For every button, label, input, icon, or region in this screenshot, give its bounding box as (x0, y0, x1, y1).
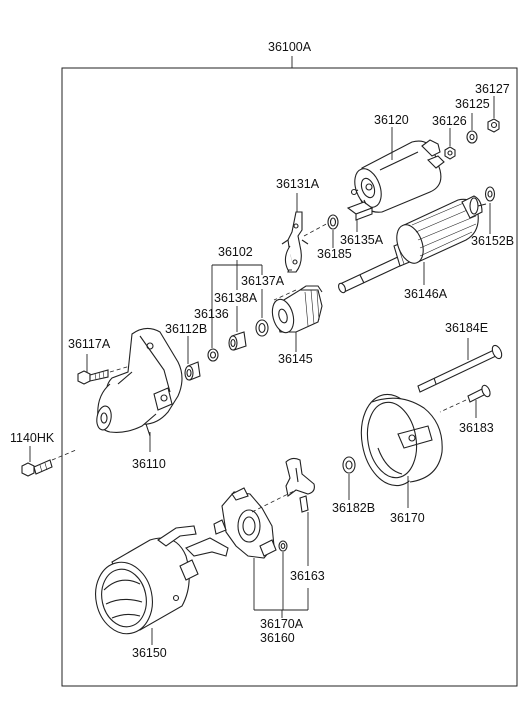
collar-36138A (228, 331, 247, 351)
nut-36127 (487, 118, 500, 133)
bushing-36112B (184, 361, 201, 381)
through-bolt-36184E (417, 344, 503, 393)
front-housing-36110 (96, 327, 183, 437)
nut-36170A (278, 540, 288, 552)
label-36170A[interactable]: 36170A (260, 617, 304, 631)
label-1140HK[interactable]: 1140HK (10, 431, 55, 445)
label-36146A[interactable]: 36146A (404, 287, 448, 301)
nut-36126 (444, 146, 456, 160)
label-36127[interactable]: 36127 (475, 82, 510, 96)
ring-36185 (327, 214, 339, 230)
label-36112B[interactable]: 36112B (165, 322, 207, 336)
label-36137A[interactable]: 36137A (241, 274, 285, 288)
label-36163[interactable]: 36163 (290, 569, 325, 583)
label-36135A[interactable]: 36135A (340, 233, 384, 247)
label-36117A[interactable]: 36117A (68, 337, 111, 351)
ring-36136 (207, 348, 219, 362)
bolt-36117A (77, 369, 109, 385)
label-36170[interactable]: 36170 (390, 511, 425, 525)
label-36126[interactable]: 36126 (432, 114, 467, 128)
label-36136[interactable]: 36136 (194, 307, 229, 321)
label-36102[interactable]: 36102 (218, 245, 253, 259)
label-36182B[interactable]: 36182B (332, 501, 375, 515)
lever-36131A (281, 211, 309, 273)
bushing-36182B (342, 456, 356, 474)
washer-36125 (466, 130, 478, 144)
armature-36146A (338, 195, 487, 294)
label-36110[interactable]: 36110 (132, 457, 166, 471)
label-36185[interactable]: 36185 (317, 247, 352, 261)
label-36152B[interactable]: 36152B (471, 234, 514, 248)
label-36131A[interactable]: 36131A (276, 177, 320, 191)
label-36160[interactable]: 36160 (260, 631, 295, 645)
ring-36137A (255, 319, 269, 337)
bolt-1140HK (21, 459, 53, 477)
label-36150[interactable]: 36150 (132, 646, 167, 660)
plunger-36135A (346, 199, 374, 221)
label-36138A[interactable]: 36138A (214, 291, 258, 305)
label-36184E[interactable]: 36184E (445, 321, 488, 335)
assembly-frame (61, 67, 518, 687)
label-36120[interactable]: 36120 (374, 113, 409, 127)
washer-36152B (484, 186, 496, 202)
solenoid-36120 (350, 139, 445, 213)
label-36183[interactable]: 36183 (459, 421, 494, 435)
brush-spring-36163 (285, 457, 315, 513)
label-36145[interactable]: 36145 (278, 352, 313, 366)
brush-holder-36170A (213, 487, 277, 559)
label-36125[interactable]: 36125 (455, 97, 490, 111)
pinion-36145 (271, 285, 323, 334)
rear-cover-36170 (360, 393, 443, 487)
yoke-36150 (95, 525, 229, 635)
screw-36183 (467, 384, 491, 403)
label-36100A[interactable]: 36100A (268, 40, 312, 54)
